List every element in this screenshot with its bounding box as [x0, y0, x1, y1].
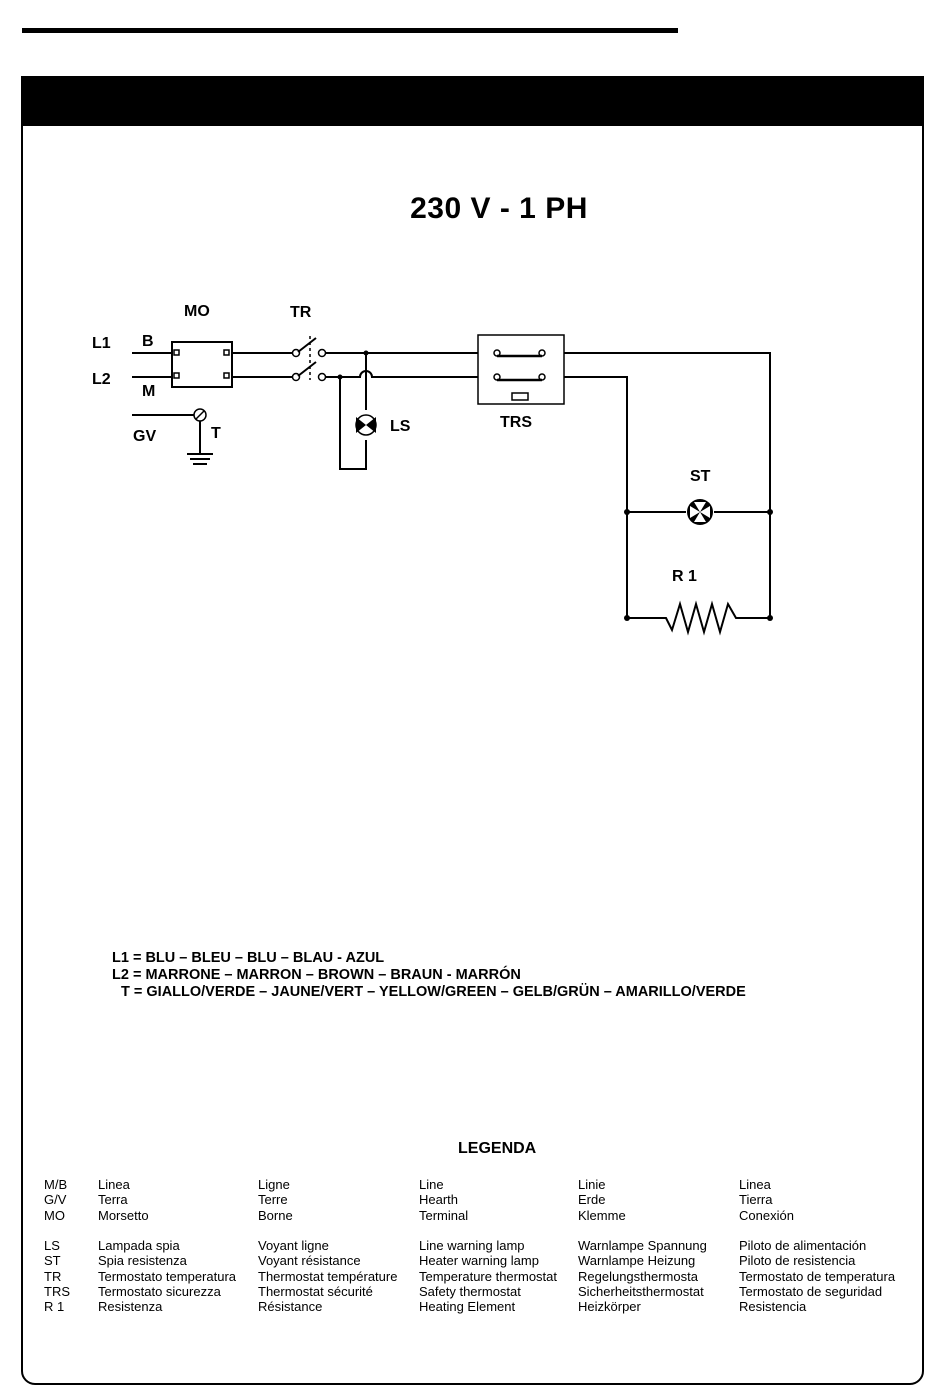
- wire-trs-out-1: [564, 352, 771, 618]
- legend-en: Line: [419, 1177, 444, 1192]
- label-ls: LS: [390, 418, 411, 435]
- label-t: T: [211, 425, 221, 442]
- diagram-title: 230 V - 1 PH: [0, 192, 950, 226]
- legend-it: Terra: [98, 1192, 128, 1208]
- legend-fr: Thermostat sécurité: [258, 1283, 373, 1299]
- switch-tr: [291, 336, 327, 382]
- legend-row: TR Termostato temperatura Thermostat tem…: [0, 1269, 950, 1284]
- legend-en: Terminal: [419, 1207, 469, 1223]
- legend-group-2: LS Lampada spia Voyant ligne Line warnin…: [0, 1238, 950, 1314]
- wire-tr-trs-2: [326, 370, 478, 378]
- legend-it: Morsetto: [98, 1207, 149, 1223]
- legend-es: Piloto de resistencia: [739, 1253, 856, 1269]
- label-trs: TRS: [500, 414, 532, 431]
- legend-code: G/V: [44, 1192, 67, 1208]
- legend-es: Resistencia: [739, 1299, 807, 1315]
- legend-code: TRS: [44, 1283, 70, 1299]
- legend-fr: Voyant ligne: [258, 1238, 329, 1253]
- legend-es: Termostato de seguridad: [739, 1283, 883, 1299]
- legend-fr: Thermostat température: [258, 1268, 398, 1284]
- ls-branch: [339, 353, 367, 470]
- legend-en: Temperature thermostat: [419, 1268, 558, 1284]
- label-st: ST: [690, 468, 711, 485]
- legend-de: Heizkörper: [578, 1299, 641, 1315]
- terminal-block-mo: [171, 341, 233, 388]
- legend-code: ST: [44, 1253, 61, 1269]
- legend-en: Safety thermostat: [419, 1283, 521, 1299]
- trs-contacts: [493, 349, 546, 401]
- legend-row: G/V Terra Terre Hearth Erde Tierra: [0, 1192, 950, 1207]
- st-lamp: [687, 499, 713, 525]
- legend-en: Hearth: [419, 1192, 459, 1208]
- legend-row: MO Morsetto Borne Terminal Klemme Conexi…: [0, 1208, 950, 1223]
- legend-row: ST Spia resistenza Voyant résistance Hea…: [0, 1253, 950, 1268]
- legend-es: Tierra: [739, 1192, 773, 1208]
- legend-en: Heater warning lamp: [419, 1253, 539, 1269]
- ground-symbol: [132, 408, 213, 465]
- legend-fr: Résistance: [258, 1299, 323, 1315]
- legend-de: Klemme: [578, 1207, 626, 1223]
- resistor-r1: [627, 600, 770, 636]
- legend-fr: Borne: [258, 1207, 293, 1223]
- label-m: M: [142, 383, 155, 400]
- legend-code: M/B: [44, 1177, 68, 1192]
- legend-row: LS Lampada spia Voyant ligne Line warnin…: [0, 1238, 950, 1253]
- legend-it: Termostato temperatura: [98, 1268, 237, 1284]
- legend-row: M/B Linea Ligne Line Linie Linea: [0, 1177, 950, 1192]
- legend-es: Conexión: [739, 1207, 794, 1223]
- top-rule: [22, 28, 678, 33]
- legend-it: Linea: [98, 1177, 130, 1192]
- wiring-schematic: MO TR L1 L2 B M GV T LS TRS ST R 1: [92, 303, 773, 636]
- legend-it: Resistenza: [98, 1299, 163, 1315]
- thermostat-trs: [477, 334, 565, 405]
- wire-color-l2: L2 = MARRONE – MARRON – BROWN – BRAUN - …: [112, 967, 521, 983]
- ls-lamp: [355, 414, 377, 436]
- legend-code: MO: [44, 1207, 65, 1223]
- legend-es: Termostato de temperatura: [739, 1268, 896, 1284]
- legend-row: TRS Termostato sicurezza Thermostat sécu…: [0, 1284, 950, 1299]
- label-l1: L1: [92, 335, 111, 352]
- page-frame: [21, 76, 924, 1385]
- legend-de: Warnlampe Heizung: [578, 1253, 696, 1269]
- label-l2: L2: [92, 371, 111, 388]
- legend-title: LEGENDA: [458, 1140, 537, 1157]
- wire-color-l1: L1 = BLU – BLEU – BLU – BLAU - AZUL: [112, 950, 385, 966]
- label-mo: MO: [184, 303, 210, 320]
- legend-de: Linie: [578, 1177, 606, 1192]
- legend-de: Sicherheitsthermostat: [578, 1283, 704, 1299]
- legend-de: Warnlampe Spannung: [578, 1238, 707, 1253]
- legend-en: Line warning lamp: [419, 1238, 525, 1253]
- legend-fr: Ligne: [258, 1177, 290, 1192]
- legend-de: Regelungsthermosta: [578, 1268, 698, 1284]
- legend-code: LS: [44, 1238, 60, 1253]
- legend-code: R 1: [44, 1299, 65, 1315]
- header-band: [23, 78, 922, 126]
- label-b: B: [142, 333, 154, 350]
- legend-en: Heating Element: [419, 1299, 516, 1315]
- wire-color-t: T = GIALLO/VERDE – JAUNE/VERT – YELLOW/G…: [121, 984, 746, 1000]
- label-gv: GV: [133, 428, 156, 445]
- legend-it: Spia resistenza: [98, 1253, 187, 1269]
- legend-fr: Terre: [258, 1192, 288, 1208]
- legend-code: TR: [44, 1268, 62, 1284]
- legend-group-1: M/B Linea Ligne Line Linie Linea G/V Ter…: [0, 1177, 950, 1223]
- legend-es: Linea: [739, 1177, 771, 1192]
- legend-es: Piloto de alimentación: [739, 1238, 867, 1253]
- label-r1: R 1: [672, 568, 697, 585]
- legend-row: R 1 Resistenza Résistance Heating Elemen…: [0, 1299, 950, 1314]
- legend-fr: Voyant résistance: [258, 1253, 361, 1269]
- wire-color-key: L1 = BLU – BLEU – BLU – BLAU - AZUL L2 =…: [112, 950, 746, 1001]
- diagram-title-text: 230 V - 1 PH: [410, 192, 588, 225]
- legend-it: Lampada spia: [98, 1238, 180, 1253]
- label-tr: TR: [290, 304, 312, 321]
- legend-it: Termostato sicurezza: [98, 1283, 221, 1299]
- legend-de: Erde: [578, 1192, 606, 1208]
- wire-trs-out-2: [564, 376, 628, 618]
